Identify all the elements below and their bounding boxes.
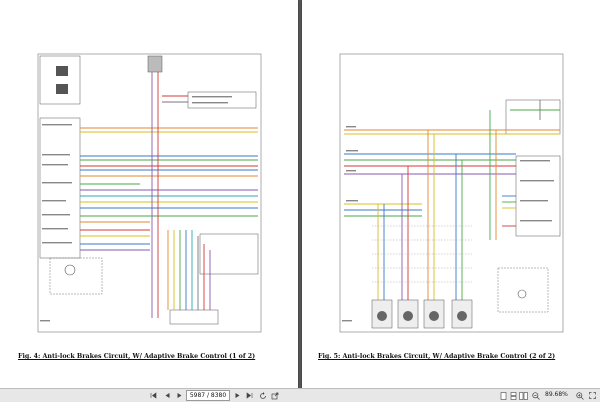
first-page-icon — [150, 392, 156, 399]
continuous-view-button[interactable] — [508, 391, 518, 400]
next-page-button[interactable] — [174, 391, 184, 400]
wiring-diagram-right — [339, 53, 564, 333]
figure-caption-right: Fig. 5: Anti-lock Brakes Circuit, W/ Ada… — [318, 353, 556, 360]
pages-stack-icon — [510, 391, 516, 400]
export-button[interactable] — [270, 391, 280, 400]
single-page-view-button[interactable] — [498, 391, 508, 400]
zoom-level[interactable]: 89.68% — [545, 391, 568, 398]
fullscreen-button[interactable] — [587, 391, 597, 400]
rotate-button[interactable] — [258, 391, 268, 400]
figure-caption-left: Fig. 4: Anti-lock Brakes Circuit, W/ Ada… — [18, 353, 256, 360]
zoom-in-icon — [575, 391, 584, 400]
page-icon — [500, 391, 506, 400]
rotate-icon — [260, 391, 266, 399]
zoom-out-icon — [531, 391, 540, 400]
triangle-right-icon — [177, 393, 181, 398]
previous-page-button[interactable] — [162, 391, 172, 400]
forward-button[interactable] — [232, 391, 242, 400]
fullscreen-icon — [588, 392, 596, 399]
zoom-in-button[interactable] — [574, 391, 585, 400]
first-page-button[interactable] — [148, 391, 158, 400]
zoom-out-button[interactable] — [530, 391, 541, 400]
triangle-right-icon — [235, 393, 239, 398]
document-page-right: Fig. 5: Anti-lock Brakes Circuit, W/ Ada… — [302, 0, 600, 388]
wiring-diagram-left — [37, 53, 262, 333]
document-page-left: Fig. 4: Anti-lock Brakes Circuit, W/ Ada… — [0, 0, 298, 388]
triangle-left-icon — [165, 393, 169, 398]
two-page-view-button[interactable] — [518, 391, 529, 400]
two-pages-icon — [519, 391, 528, 400]
last-page-icon — [246, 392, 252, 399]
viewer-toolbar: 5987 / 8380 89.68% — [0, 388, 600, 402]
last-page-button[interactable] — [244, 391, 254, 400]
page-number-input[interactable]: 5987 / 8380 — [186, 390, 230, 401]
export-icon — [271, 392, 279, 399]
